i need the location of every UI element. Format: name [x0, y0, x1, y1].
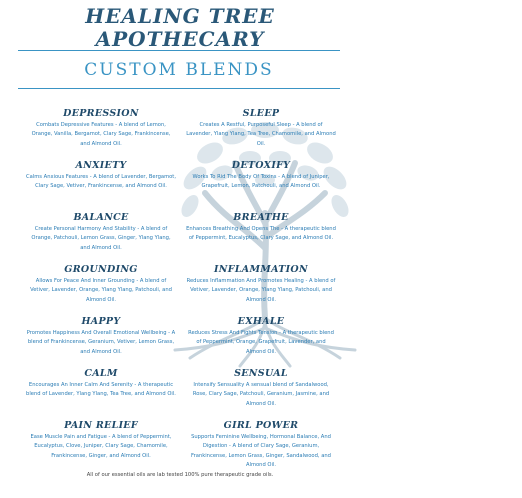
blend-name: INFLAMMATION [214, 264, 308, 275]
blend-name: SENSUAL [234, 368, 288, 379]
blend-name: ANXIETY [75, 160, 127, 171]
blend-description: Combats Depressive Features - A blend of… [31, 122, 171, 147]
blend-name: HAPPY [81, 316, 121, 327]
page-heading: CUSTOM BLENDS [84, 60, 274, 80]
blend-name: GROUNDING [64, 264, 138, 275]
divider-top [18, 50, 340, 51]
blend-name: SLEEP [242, 108, 280, 119]
blend-girl-power: GIRL POWER Supports Feminine Wellbeing, … [186, 420, 336, 471]
blend-description: Promotes Happiness And Overall Emotional… [26, 330, 176, 355]
blend-description: Create Personal Harmony And Stability - … [31, 226, 171, 251]
blend-description: Ease Muscle Pain and Fatigue - A blend o… [30, 434, 172, 459]
blend-sleep: SLEEP Creates A Restful, Purposeful Slee… [186, 108, 336, 149]
blend-description: Works To Rid The Body Of Toxins - A blen… [192, 174, 330, 190]
blend-description: Reduces Inflammation And Promotes Healin… [186, 278, 336, 303]
blend-calm: CALM Encourages An Inner Calm And Sereni… [26, 368, 176, 400]
blend-name: DETOXIFY [231, 160, 291, 171]
blend-description: Encourages An Inner Calm And Serenity - … [26, 382, 176, 398]
blend-depression: DEPRESSION Combats Depressive Features -… [26, 108, 176, 149]
blend-happy: HAPPY Promotes Happiness And Overall Emo… [26, 316, 176, 357]
blend-description: Allows For Peace And Inner Grounding - A… [30, 278, 172, 303]
blend-name: DEPRESSION [63, 108, 139, 119]
blend-name: PAIN RELIEF [64, 420, 138, 431]
footer-note: All of our essential oils are lab tested… [86, 472, 274, 478]
blend-description: Creates A Restful, Purposeful Sleep - A … [186, 122, 336, 147]
blend-name: GIRL POWER [223, 420, 299, 431]
brand-title-line2: APOTHECARY [95, 27, 265, 51]
blend-grounding: GROUNDING Allows For Peace And Inner Gro… [26, 264, 176, 305]
brand-title-line1: HEALING TREE [85, 4, 275, 28]
blend-exhale: EXHALE Reduces Stress And Fights Tension… [186, 316, 336, 357]
tree-icon [173, 122, 357, 368]
blend-description: Enhances Breathing And Opens The - A the… [186, 226, 336, 242]
blend-name: CALM [84, 368, 118, 379]
blend-inflammation: INFLAMMATION Reduces Inflammation And Pr… [186, 264, 336, 305]
blend-name: EXHALE [237, 316, 285, 327]
blend-description: Intensify Sensuality A sensual blend of … [192, 382, 330, 407]
blend-balance: BALANCE Create Personal Harmony And Stab… [26, 212, 176, 253]
blend-description: Reduces Stress And Fights Tension - A th… [188, 330, 334, 355]
blend-name: BREATHE [233, 212, 289, 223]
blend-name: BALANCE [73, 212, 129, 223]
blend-anxiety: ANXIETY Calms Anxious Features - A blend… [26, 160, 176, 192]
blend-description: Supports Feminine Wellbeing, Hormonal Ba… [191, 434, 331, 469]
blend-sensual: SENSUAL Intensify Sensuality A sensual b… [186, 368, 336, 409]
blend-breathe: BREATHE Enhances Breathing And Opens The… [186, 212, 336, 244]
blend-pain-relief: PAIN RELIEF Ease Muscle Pain and Fatigue… [26, 420, 176, 461]
blend-detoxify: DETOXIFY Works To Rid The Body Of Toxins… [186, 160, 336, 192]
divider-bottom [18, 88, 340, 89]
blend-description: Calms Anxious Features - A blend of Lave… [26, 174, 176, 190]
